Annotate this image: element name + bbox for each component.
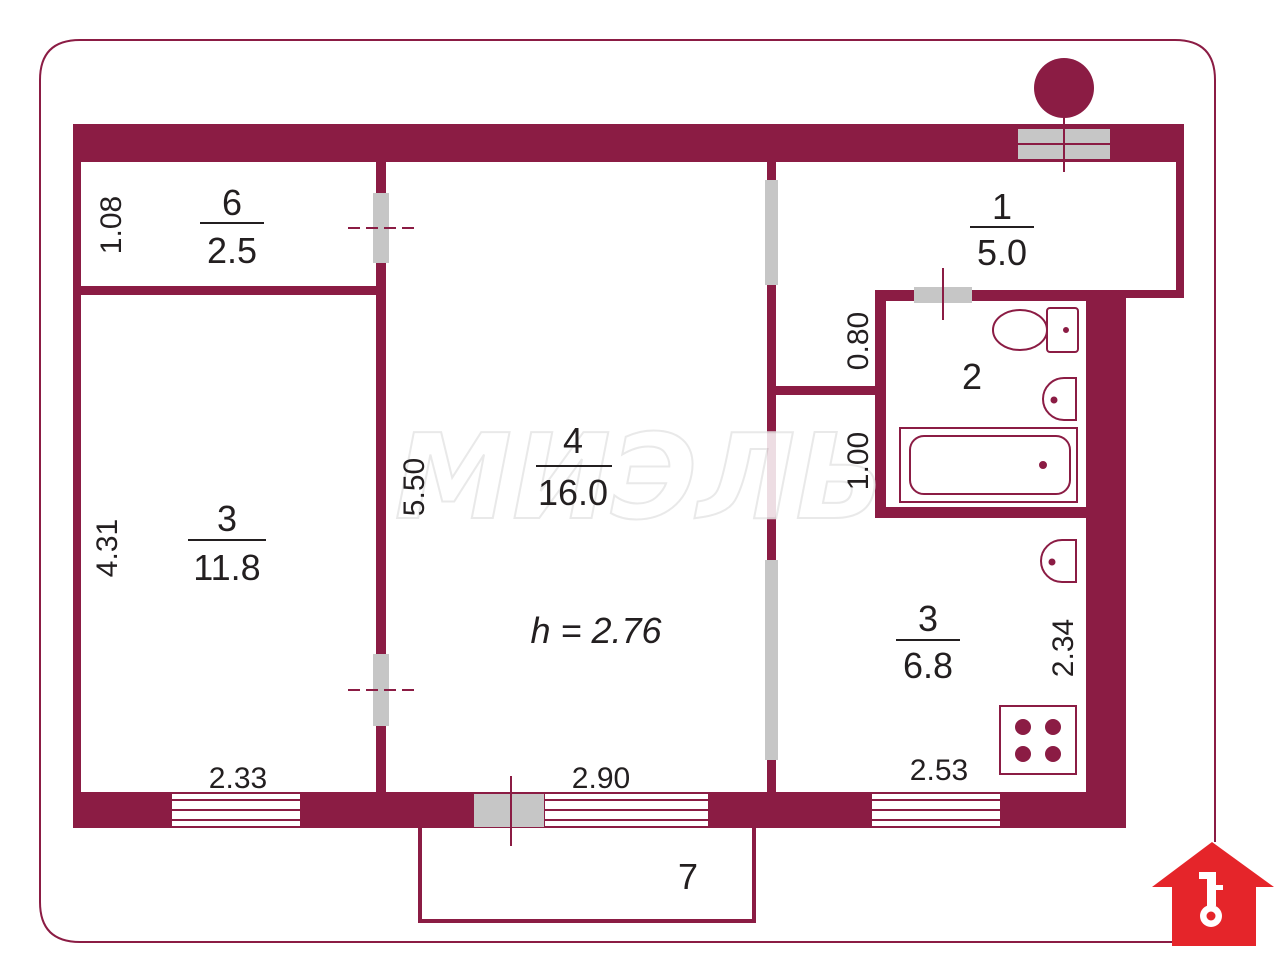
svg-text:6: 6 xyxy=(222,182,242,223)
outer-frame xyxy=(39,39,1216,943)
sink-icon xyxy=(1040,539,1077,583)
window-room-4 xyxy=(545,794,708,826)
bathtub-icon xyxy=(899,427,1078,503)
window-kitchen xyxy=(872,794,1000,826)
svg-text:16.0: 16.0 xyxy=(538,472,608,513)
sink-icon xyxy=(1042,377,1077,421)
svg-text:2.5: 2.5 xyxy=(207,230,257,271)
door-kitchen xyxy=(765,560,778,760)
doors xyxy=(373,129,1110,827)
door-room-1 xyxy=(765,180,778,285)
door-room-6 xyxy=(373,193,389,263)
svg-text:3: 3 xyxy=(918,598,938,639)
dim-0-80: 0.80 xyxy=(842,312,875,370)
room-2-label: 2 xyxy=(962,356,982,397)
dim-5-50: 5.50 xyxy=(398,458,431,516)
room-6-label: 6 2.5 xyxy=(200,182,264,271)
dim-2-34: 2.34 xyxy=(1047,619,1080,677)
svg-text:11.8: 11.8 xyxy=(193,547,260,588)
svg-text:1: 1 xyxy=(992,186,1012,227)
door-balcony xyxy=(474,794,544,827)
room-1-label: 1 5.0 xyxy=(970,186,1034,273)
dim-1-00: 1.00 xyxy=(842,432,875,490)
svg-text:5.0: 5.0 xyxy=(977,232,1027,273)
watermark: МИЭЛЬ xyxy=(395,408,886,546)
svg-text:3: 3 xyxy=(217,498,237,539)
stove-icon xyxy=(999,705,1077,775)
balcony-label: 7 xyxy=(678,856,698,897)
kitchen-label: 3 6.8 xyxy=(896,598,960,686)
room-3-label: 3 11.8 xyxy=(188,498,266,588)
windows xyxy=(172,794,1000,826)
house-key-logo-icon xyxy=(1152,842,1274,946)
dim-2-53: 2.53 xyxy=(910,754,968,787)
window-room-3 xyxy=(172,794,300,826)
toilet-icon xyxy=(992,307,1079,353)
room-4-label: 4 16.0 xyxy=(536,420,612,513)
balcony xyxy=(418,828,756,923)
svg-text:4: 4 xyxy=(563,420,583,461)
ceiling-height: h = 2.76 xyxy=(530,610,662,651)
svg-text:6.8: 6.8 xyxy=(903,645,953,686)
riser-icon xyxy=(1034,58,1094,118)
dim-1-08: 1.08 xyxy=(95,196,128,254)
dim-4-31: 4.31 xyxy=(91,519,124,577)
door-marks xyxy=(348,108,1110,846)
door-room-3 xyxy=(373,654,389,726)
dim-2-33: 2.33 xyxy=(209,762,267,795)
dim-2-90: 2.90 xyxy=(572,762,630,795)
